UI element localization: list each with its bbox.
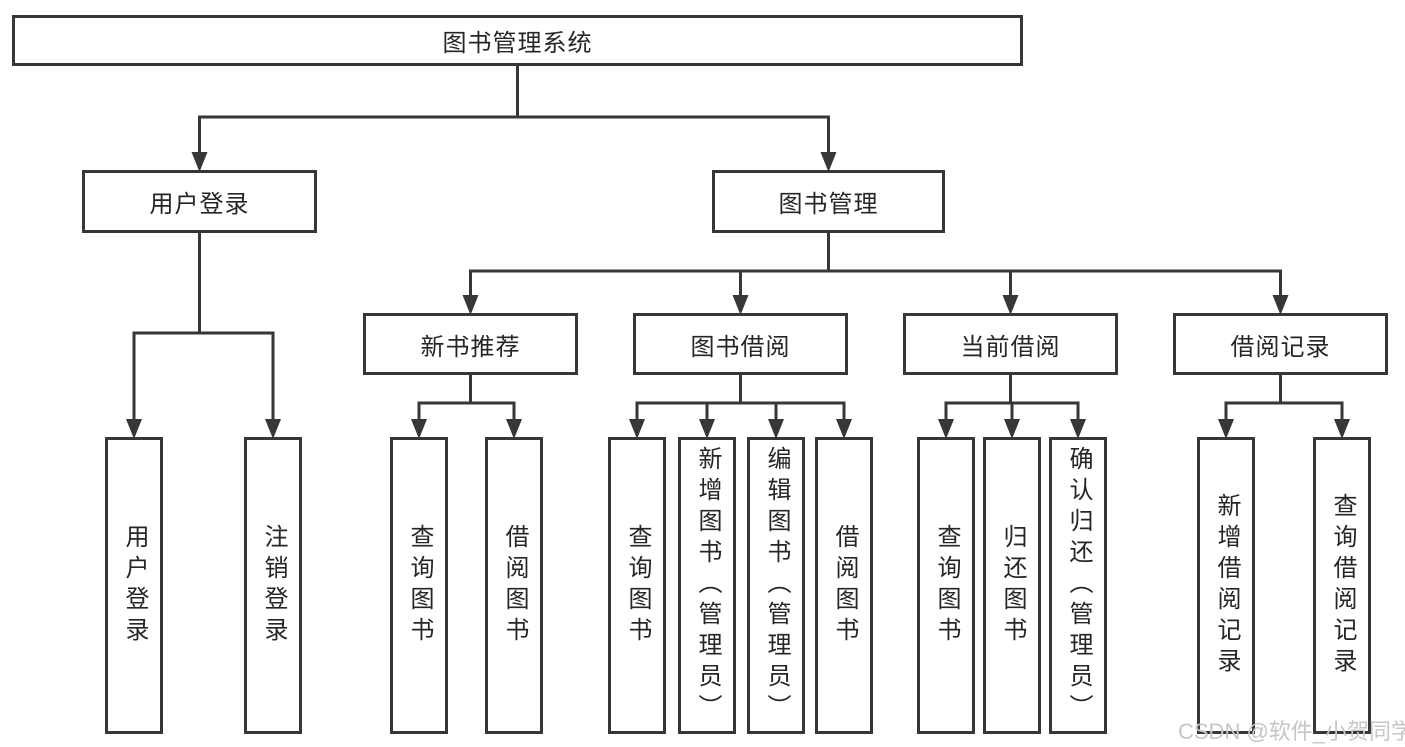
leaf-query-books-current: 查询图书 [917,437,975,734]
leaf-add-borrow-record: 新增借阅记录 [1197,437,1255,734]
node-book-management: 图书管理 [712,170,945,233]
leaf-edit-books-admin: 编辑图书（管理员） [747,437,805,734]
leaf-logout: 注销登录 [244,437,302,734]
leaf-confirm-return-admin: 确认归还（管理员） [1049,437,1107,734]
node-borrowing-records: 借阅记录 [1173,313,1388,375]
leaf-add-books-admin: 新增图书（管理员） [678,437,736,734]
node-user-login: 用户登录 [82,170,317,233]
leaf-query-borrow-record: 查询借阅记录 [1313,437,1371,734]
leaf-borrow-books: 借阅图书 [815,437,873,734]
leaf-query-books-recommend: 查询图书 [390,437,448,734]
leaf-query-books-borrow: 查询图书 [608,437,666,734]
leaf-borrow-books-recommend: 借阅图书 [485,437,543,734]
leaf-user-login: 用户登录 [105,437,163,734]
node-new-book-recommendation: 新书推荐 [363,313,578,375]
node-current-borrowing: 当前借阅 [903,313,1118,375]
node-library-management-system: 图书管理系统 [12,15,1023,66]
csdn-watermark: CSDN @软件_小贺同学 [1178,719,1405,744]
leaf-return-books: 归还图书 [983,437,1041,734]
node-book-borrowing: 图书借阅 [633,313,848,375]
